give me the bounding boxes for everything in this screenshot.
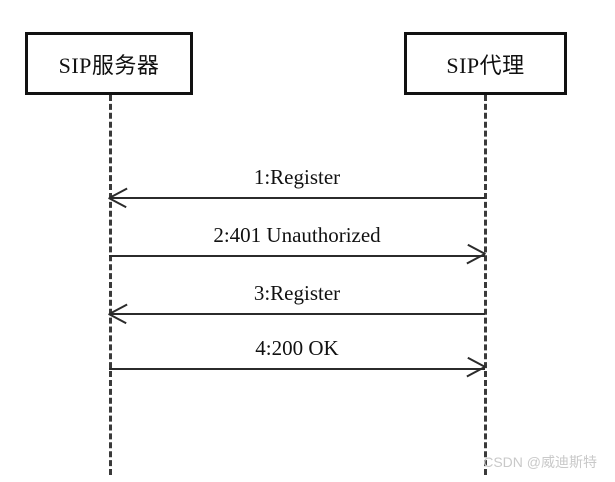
message-1-label: 1:Register <box>253 165 341 189</box>
message-2-line <box>109 255 485 257</box>
message-2-label: 2:401 Unauthorized <box>213 223 381 247</box>
participant-box-sip-proxy: SIP代理 <box>404 32 567 95</box>
participant-box-sip-server: SIP服务器 <box>25 32 193 95</box>
lifeline-sip-proxy <box>484 95 487 475</box>
message-4-label: 4:200 OK <box>255 336 339 360</box>
message-3-label: 3:Register <box>253 281 341 305</box>
participant-label-sip-server: SIP服务器 <box>58 52 160 78</box>
lifeline-sip-server <box>109 95 112 475</box>
message-1-line <box>109 197 485 199</box>
watermark-text: CSDN @威迪斯特 <box>483 454 597 470</box>
participant-label-sip-proxy: SIP代理 <box>446 52 525 78</box>
message-3-line <box>109 313 485 315</box>
message-4-line <box>109 368 485 370</box>
